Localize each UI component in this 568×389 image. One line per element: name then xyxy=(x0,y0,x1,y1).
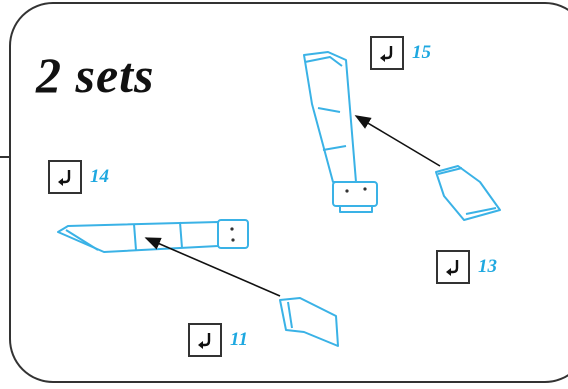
return-arrow-icon xyxy=(58,170,71,186)
edge-tick-line xyxy=(0,156,10,158)
flex-cable-horizontal xyxy=(57,219,249,253)
connector-dots-left xyxy=(230,227,235,242)
return-arrow-icon xyxy=(198,333,211,349)
arrow-to-horizontal-cable xyxy=(144,237,281,297)
step-13: 13 xyxy=(436,250,497,284)
step-14: 14 xyxy=(48,160,109,194)
step-14-checkbox[interactable] xyxy=(48,160,82,194)
flex-tab-bottom xyxy=(279,297,339,347)
step-13-checkbox[interactable] xyxy=(436,250,470,284)
step-15: 15 xyxy=(370,36,431,70)
step-15-checkbox[interactable] xyxy=(370,36,404,70)
sets-title: 2 sets xyxy=(36,47,155,103)
return-arrow-icon xyxy=(446,260,459,276)
flex-tab-right xyxy=(435,165,501,221)
arrow-to-vertical-cable xyxy=(354,115,441,167)
step-11-number: 11 xyxy=(230,329,248,350)
step-15-number: 15 xyxy=(412,42,431,63)
connector-dots xyxy=(345,187,367,193)
return-arrow-icon xyxy=(380,46,393,62)
step-13-number: 13 xyxy=(478,256,497,277)
step-14-number: 14 xyxy=(90,166,109,187)
step-11-checkbox[interactable] xyxy=(188,323,222,357)
step-11: 11 xyxy=(188,323,248,357)
